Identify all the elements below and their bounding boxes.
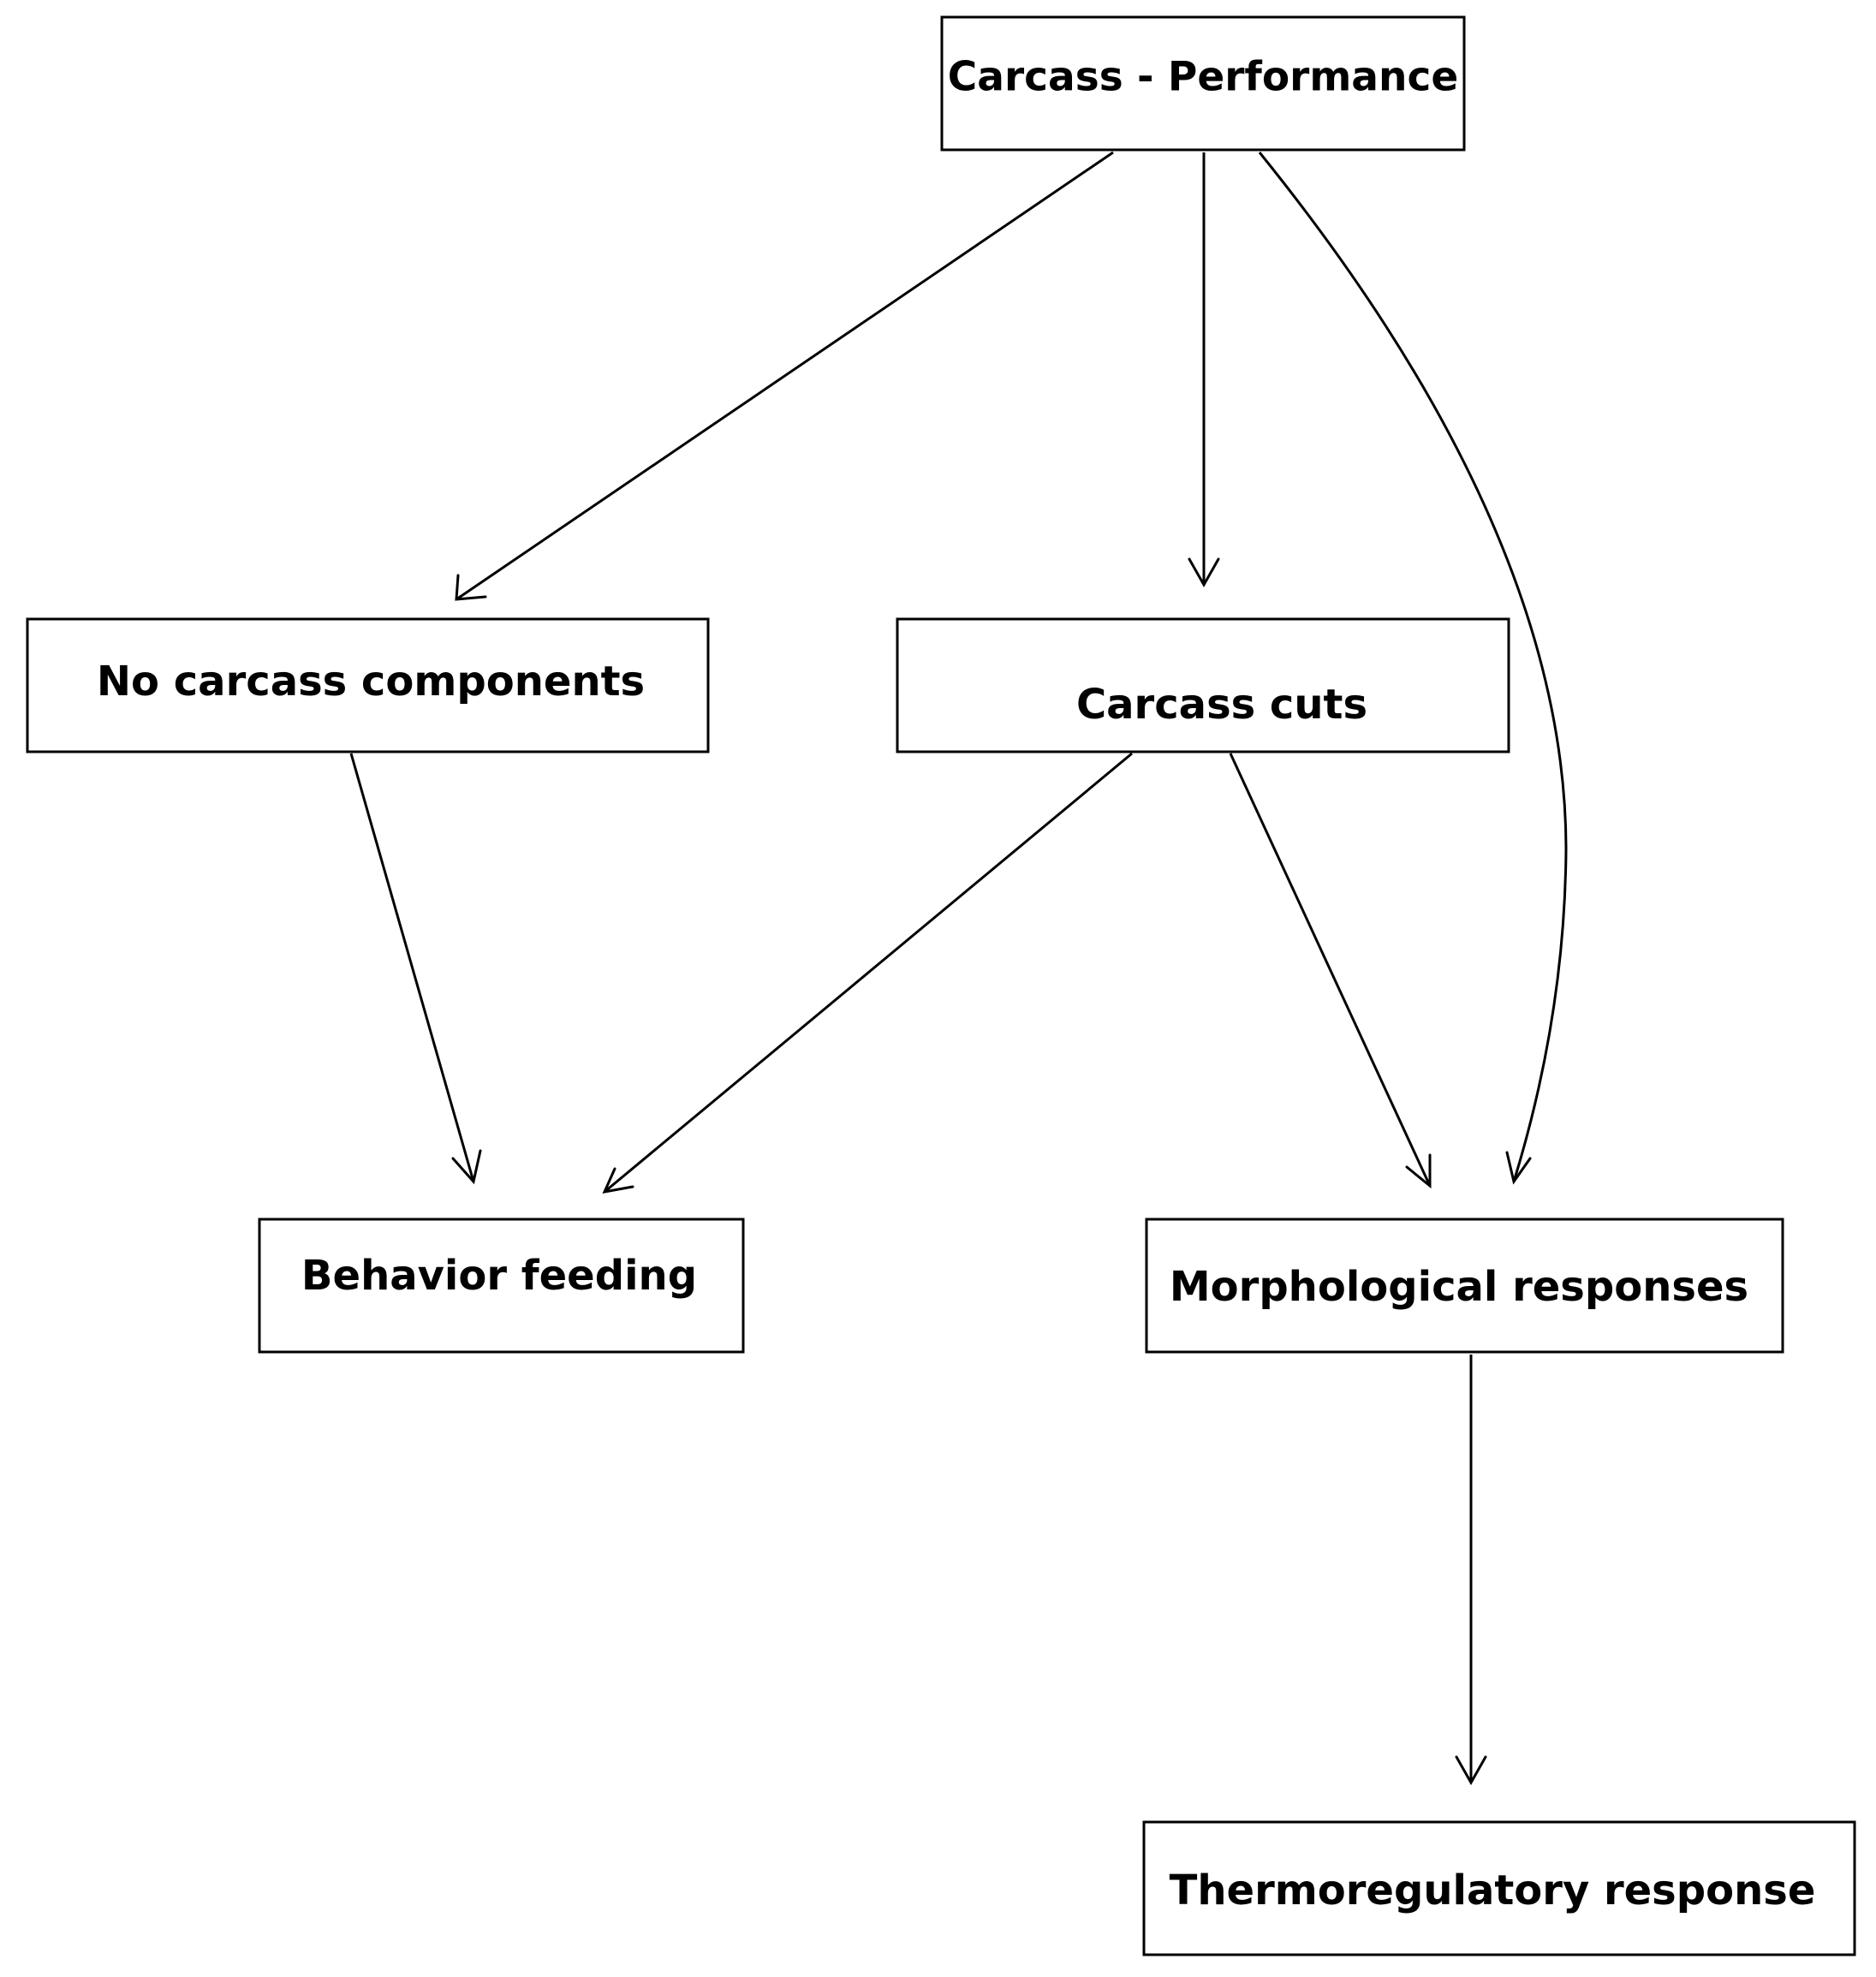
arrowhead-morphological-from-cuts	[1405, 1153, 1432, 1189]
edge-carcass-cuts-to-behavior-feeding	[604, 752, 1133, 1194]
edge-no-carcass-components-to-behavior-feeding	[349, 753, 475, 1182]
edges	[349, 151, 1568, 1786]
arrowhead-behavior-from-cuts	[602, 1167, 634, 1194]
node-label: Carcass cuts	[1076, 681, 1367, 729]
arrowhead-morphological-from-top	[1505, 1151, 1532, 1185]
node-label: No carcass components	[97, 658, 645, 706]
node-box	[26, 617, 710, 753]
arrowhead-thermoregulatory	[1455, 1755, 1487, 1786]
node-label: Carcass - Performance	[948, 54, 1458, 101]
edge-carcass-cuts-to-morphological-responses	[1229, 753, 1432, 1187]
node-morphological-responses: Morphological responses	[1145, 1218, 1784, 1354]
node-box	[940, 15, 1466, 152]
node-carcass-cuts: Carcass cuts	[896, 617, 1510, 753]
arrowhead-carcass-cuts	[1188, 557, 1220, 588]
node-no-carcass-components: No carcass components	[26, 617, 710, 753]
node-thermoregulatory-response: Thermoregulatory response	[1142, 1820, 1856, 1956]
arrowhead-behavior-from-no-carcass	[451, 1149, 482, 1185]
node-carcass-performance: Carcass - Performance	[940, 15, 1466, 152]
node-label: Behavior feeding	[301, 1252, 697, 1300]
arrowhead-no-carcass-components	[455, 574, 487, 601]
node-box	[1142, 1820, 1856, 1956]
node-behavior-feeding: Behavior feeding	[258, 1218, 745, 1354]
edge-carcass-performance-to-no-carcass-components	[456, 151, 1114, 601]
node-label: Morphological responses	[1170, 1263, 1748, 1311]
node-label: Thermoregulatory response	[1170, 1867, 1816, 1914]
node-box	[896, 617, 1510, 753]
node-box	[258, 1218, 745, 1354]
node-box	[1145, 1218, 1784, 1354]
edge-carcass-performance-to-morphological-responses	[1258, 152, 1568, 1182]
